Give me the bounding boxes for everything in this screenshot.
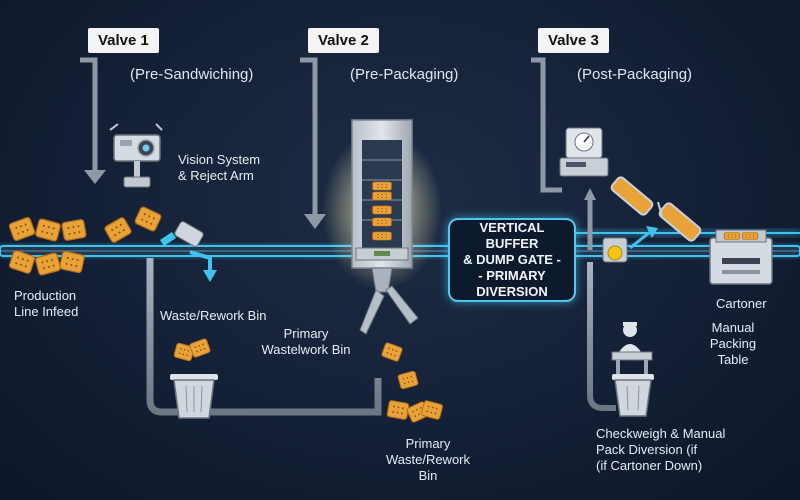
cartoner-icon bbox=[709, 229, 773, 285]
primary-waste-crackers bbox=[380, 341, 444, 424]
waste-bin-1-label: Waste/Rework Bin bbox=[160, 308, 267, 323]
valve-2-stage: (Pre-Packaging) bbox=[350, 66, 459, 83]
primary-bin-lower-label: Primary Waste/Rework Bin bbox=[385, 436, 471, 483]
checkweigh-junction bbox=[584, 188, 658, 411]
cartoner-label: Cartoner bbox=[716, 296, 767, 311]
valve-1-tag: Valve 1 bbox=[88, 28, 159, 53]
valve-3-arrow bbox=[531, 57, 562, 193]
packaged-crackers bbox=[610, 176, 702, 242]
valve-2-arrow bbox=[300, 57, 326, 229]
valve-1-arrow bbox=[80, 57, 106, 184]
vertical-buffer-tower bbox=[322, 119, 442, 335]
reject-arm bbox=[160, 221, 217, 282]
waste-bin-icon bbox=[170, 337, 218, 419]
scale-icon bbox=[559, 127, 609, 177]
camera-icon bbox=[109, 123, 163, 188]
valve-3-stage: (Post-Packaging) bbox=[577, 66, 693, 83]
vertical-buffer-callout: VERTICAL BUFFER & DUMP GATE - - PRIMARY … bbox=[448, 218, 576, 302]
primary-bin-upper-label: Primary Wastelwork Bin bbox=[261, 326, 351, 357]
infeed-crackers bbox=[7, 205, 163, 277]
manual-packing-table-label: Manual Packing Table bbox=[709, 320, 757, 367]
valve-3-tag: Valve 3 bbox=[538, 28, 609, 53]
valve-2-tag: Valve 2 bbox=[308, 28, 379, 53]
checkweigh-label: Checkweigh & Manual Pack Diversion (if (… bbox=[596, 426, 726, 473]
infeed-label: Production Line Infeed bbox=[14, 288, 79, 319]
operator-icon bbox=[611, 322, 653, 374]
valve-1-stage: (Pre-Sandwiching) bbox=[130, 66, 254, 83]
vision-system-label: Vision System & Reject Arm bbox=[178, 152, 261, 183]
checkweigh-bin-icon bbox=[612, 374, 654, 417]
waste-pipe-1 bbox=[146, 258, 382, 416]
